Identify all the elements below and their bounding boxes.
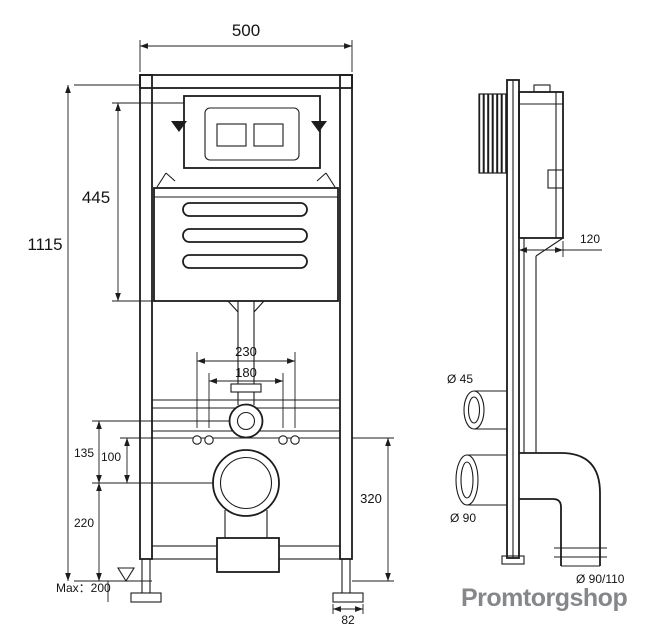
dim-drain-to-floor: 220 xyxy=(74,482,102,582)
dim-fixing-span-inner: 180 xyxy=(208,365,284,428)
dim-bar-to-floor: 320 xyxy=(352,437,394,582)
side-flush-pipe xyxy=(523,237,564,453)
side-view: 120 Ø 45 Ø 90 Ø 90/110 xyxy=(447,79,625,586)
dim-label-cistern-depth: 120 xyxy=(580,232,600,246)
cistern xyxy=(153,172,339,302)
dim-label-bend-to-drain: 135 xyxy=(74,446,94,460)
side-rail xyxy=(501,79,525,565)
dim-bar-to-drain: 100 xyxy=(92,437,213,484)
side-cistern xyxy=(518,84,564,239)
dim-fixing-span-outer: 230 xyxy=(196,344,296,428)
dim-label-bar-to-floor: 320 xyxy=(360,491,382,506)
dim-frame-width: 500 xyxy=(139,21,353,72)
dim-cistern-height: 445 xyxy=(82,102,184,302)
dim-label-fixing-span-inner: 180 xyxy=(235,365,257,380)
dim-label-foot-plate-width: 82 xyxy=(341,613,355,627)
flush-pipe xyxy=(227,300,265,405)
dim-label-drain-diameter: Ø 90/110 xyxy=(576,572,625,586)
dim-label-fixing-span-outer: 230 xyxy=(235,344,257,359)
dim-label-bar-to-drain: 100 xyxy=(101,450,121,464)
dim-label-total-height: 1115 xyxy=(27,235,62,254)
drain-outlet xyxy=(212,449,280,517)
dim-cistern-depth: 120 xyxy=(518,232,602,257)
fixing-bolt-holes xyxy=(192,435,300,445)
outlet-flange: Ø 90 xyxy=(450,454,507,525)
water-level-icon xyxy=(171,121,187,132)
drain-elbow-housing xyxy=(216,510,280,573)
dim-label-max-clearance: Max：200 xyxy=(56,581,111,595)
front-view: 500 1115 445 230 180 xyxy=(27,21,394,627)
water-level-icon xyxy=(311,121,327,132)
dim-max-floor-clearance: Max：200 xyxy=(56,581,111,595)
water-level-marks xyxy=(171,121,327,132)
drain-elbow: Ø 90/110 xyxy=(519,452,625,586)
inlet-hose xyxy=(478,93,508,174)
floor-level-icon xyxy=(117,567,135,583)
dim-foot-plate-width: 82 xyxy=(332,604,364,627)
brand-logo-text: Promtorgshop xyxy=(461,584,627,612)
brand-logo: Promtorgshop xyxy=(461,584,628,612)
flush-bend-fitting xyxy=(228,403,264,439)
support-feet xyxy=(130,559,364,603)
dim-label-inlet-diameter: Ø 45 xyxy=(447,372,473,386)
dim-label-frame-width: 500 xyxy=(232,21,260,40)
dim-bend-to-drain: 135 xyxy=(74,420,229,484)
dim-label-cistern-height: 445 xyxy=(82,188,110,207)
dim-total-height: 1115 xyxy=(27,84,140,582)
dim-label-outlet-diameter: Ø 90 xyxy=(450,511,476,525)
floor-datum xyxy=(74,567,152,602)
inlet-connector: Ø 45 xyxy=(447,372,507,430)
flush-plate xyxy=(183,95,321,169)
dim-label-drain-to-floor: 220 xyxy=(74,516,94,530)
